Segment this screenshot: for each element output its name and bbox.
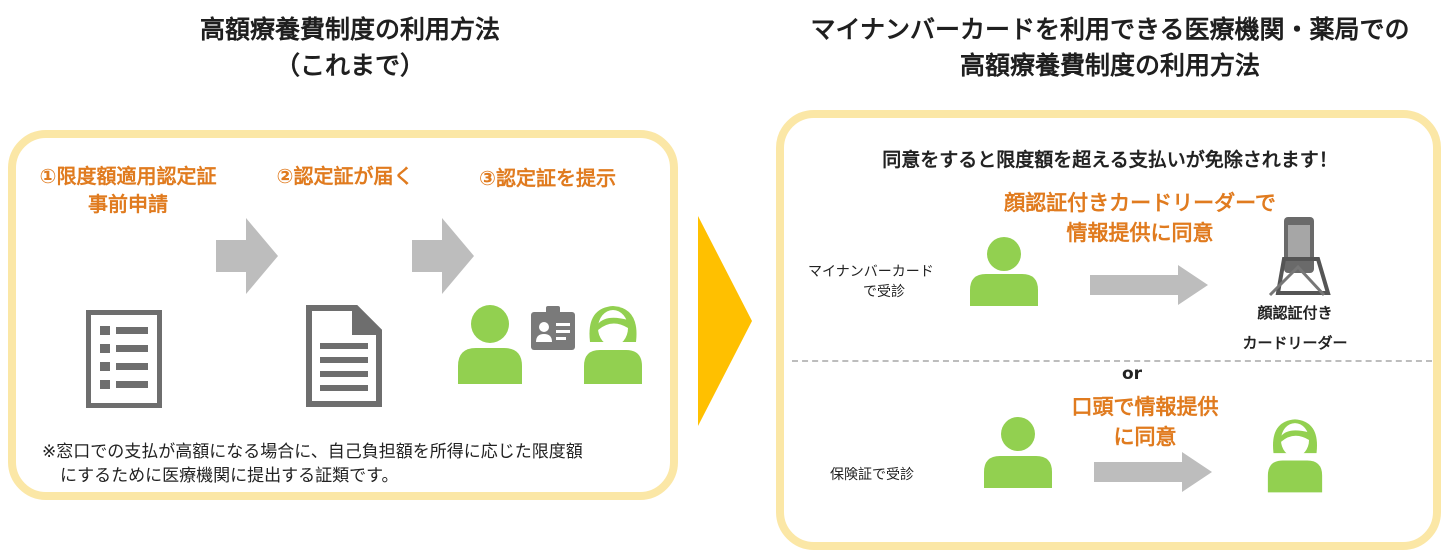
row1-heading-line2: 情報提供に同意 <box>1066 221 1214 245</box>
divider <box>792 360 1432 362</box>
chevron-right-icon <box>698 216 752 426</box>
staff-woman-icon <box>1267 419 1323 493</box>
person-icon <box>984 417 1052 488</box>
person-icon <box>970 237 1038 306</box>
arrow-right-icon <box>412 218 474 294</box>
reader-label-line1: 顔認証付き <box>1257 304 1333 322</box>
note-line1: ※窓口での支払が高額になる場合に、自己負担額を所得に応じた限度額 <box>42 442 583 462</box>
right-title-line2: 高額療養費制度の利用方法 <box>959 51 1260 80</box>
consent-message: 同意をすると限度額を超える支払いが免除されます！ <box>882 149 1338 171</box>
step2-label: ②認定証が届く <box>276 164 414 188</box>
arrow-right-icon <box>1094 452 1212 492</box>
row2-heading-line1: 口頭で情報提供 <box>1071 395 1219 419</box>
checklist-document-icon <box>86 310 162 408</box>
step1-label: ①限度額適用認定証 事前申請 <box>18 162 238 218</box>
left-title: 高額療養費制度の利用方法 （これまで） <box>120 12 580 84</box>
row1-label-line1: マイナンバーカード <box>808 264 934 280</box>
step1-label-line2: 事前申請 <box>88 192 168 216</box>
row1-label: マイナンバーカード で受診 <box>808 262 958 302</box>
left-title-line2: （これまで） <box>274 51 425 80</box>
step3-label: ③認定証を提示 <box>479 166 616 190</box>
arrow-right-icon <box>216 218 278 294</box>
face-auth-card-reader-icon <box>1268 217 1331 297</box>
step1-label-line1: ①限度額適用認定証 <box>39 164 217 188</box>
document-icon <box>306 305 382 407</box>
left-title-line1: 高額療養費制度の利用方法 <box>199 15 500 44</box>
row1-heading-line1: 顔認証付きカードリーダーで <box>1004 191 1276 215</box>
reader-label-line2: カードリーダー <box>1242 334 1348 352</box>
row1-label-line2: で受診 <box>863 284 905 300</box>
right-title: マイナンバーカードを利用できる医療機関・薬局での 高額療養費制度の利用方法 <box>770 12 1450 84</box>
note-line2: にするために医療機関に提出する証類です。 <box>60 466 399 486</box>
row1-heading: 顔認証付きカードリーダーで 情報提供に同意 <box>990 188 1290 248</box>
row2-heading-line2: に同意 <box>1113 425 1177 449</box>
arrow-right-icon <box>1090 265 1208 305</box>
row2-heading: 口頭で情報提供 に同意 <box>1040 392 1250 452</box>
note-text: ※窓口での支払が高額になる場合に、自己負担額を所得に応じた限度額 にするために医… <box>42 440 672 488</box>
staff-woman-icon <box>584 306 642 384</box>
reader-label: 顔認証付き カードリーダー <box>1225 300 1365 356</box>
person-icon <box>458 305 522 384</box>
or-label: or <box>1121 364 1143 384</box>
right-title-line1: マイナンバーカードを利用できる医療機関・薬局での <box>810 15 1410 44</box>
id-card-icon <box>531 306 575 350</box>
row2-label: 保険証で受診 <box>830 467 914 483</box>
